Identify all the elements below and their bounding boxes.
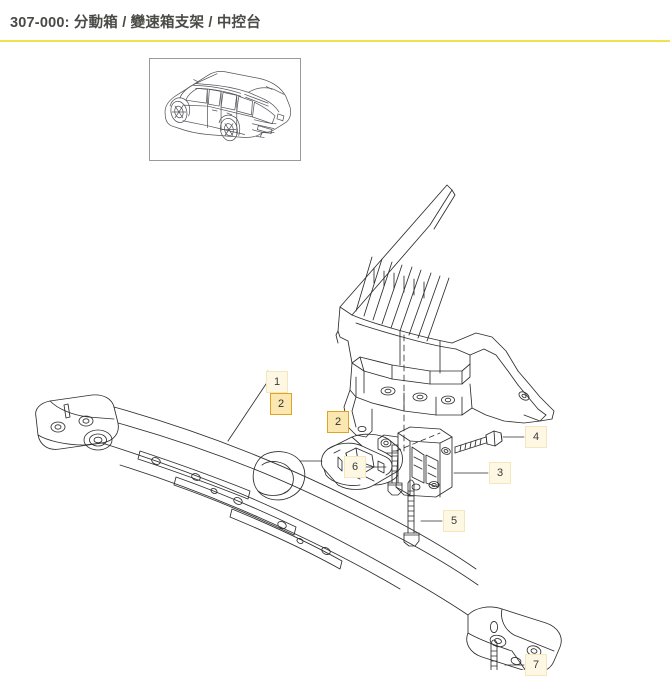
callout-3[interactable]: 3 — [489, 462, 511, 484]
page-title: 307-000: 分動箱 / 變速箱支架 / 中控台 — [10, 15, 261, 31]
exploded-diagram — [0, 165, 670, 670]
transfer-case-housing — [335, 184, 555, 438]
bolt-5 — [403, 479, 420, 547]
crossmember-support — [35, 394, 562, 670]
callout-6[interactable]: 6 — [344, 456, 366, 478]
leader-1 — [227, 380, 269, 442]
callout-7[interactable]: 7 — [525, 654, 547, 676]
transmission-bracket — [377, 426, 453, 498]
header-bar: 307-000: 分動箱 / 變速箱支架 / 中控台 — [0, 0, 670, 42]
callout-2-mount[interactable]: 2 — [327, 411, 349, 433]
exploded-diagram-drawing — [35, 184, 562, 670]
callout-2-crossmember[interactable]: 2 — [270, 393, 292, 415]
bolt-7 — [490, 639, 498, 670]
callout-4[interactable]: 4 — [525, 426, 547, 448]
header-divider — [0, 40, 670, 42]
vehicle-thumbnail-drawing — [164, 71, 292, 142]
vehicle-thumbnail[interactable] — [149, 58, 301, 161]
bolt-6 — [387, 444, 403, 496]
bolt-4 — [454, 430, 503, 454]
callout-5[interactable]: 5 — [443, 510, 465, 532]
callout-1[interactable]: 1 — [266, 371, 288, 393]
